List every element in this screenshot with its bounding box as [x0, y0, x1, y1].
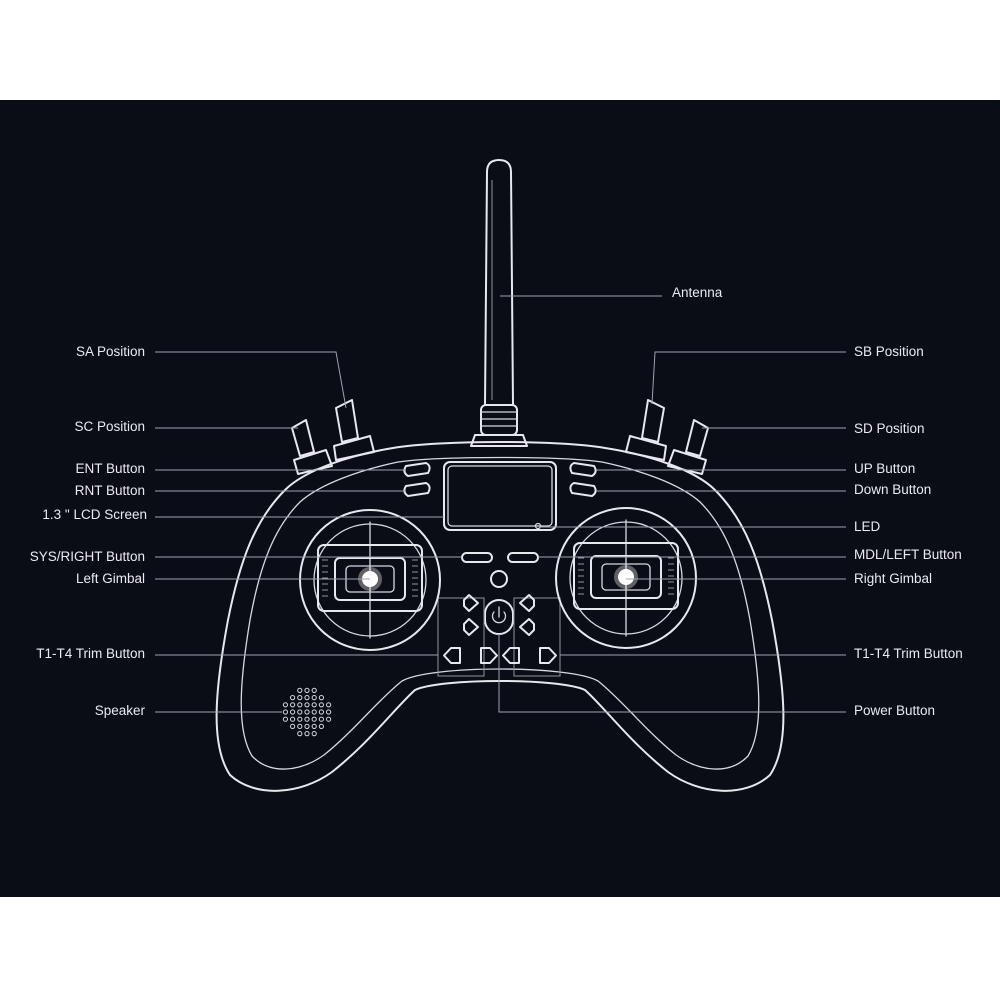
ent-button[interactable]	[403, 462, 431, 477]
label-mdl-left-button: MDL/LEFT Button	[854, 547, 962, 562]
label-ent-button: ENT Button	[75, 461, 145, 476]
label-down-button: Down Button	[854, 482, 931, 497]
speaker-hole	[282, 702, 288, 708]
antenna	[470, 159, 528, 447]
speaker-hole	[326, 716, 332, 722]
label-trim-left: T1-T4 Trim Button	[36, 646, 145, 661]
speaker-hole	[290, 695, 296, 701]
label-lcd-screen: 1.3 " LCD Screen	[42, 507, 147, 522]
speaker-hole	[290, 716, 296, 722]
power-icon	[491, 606, 507, 624]
speaker-hole	[297, 702, 303, 708]
speaker-hole	[304, 709, 310, 715]
speaker-hole	[304, 687, 310, 694]
left-gimbal[interactable]	[299, 509, 441, 651]
label-sys-right-button: SYS/RIGHT Button	[30, 549, 145, 564]
speaker-hole	[297, 716, 303, 722]
label-up-button: UP Button	[854, 461, 915, 476]
led	[534, 522, 542, 530]
speaker-hole	[282, 716, 288, 722]
speaker-hole	[290, 709, 296, 715]
speaker-hole	[318, 702, 324, 708]
speaker-grille-icon	[282, 687, 332, 737]
trim-box-left	[437, 597, 485, 677]
speaker-hole	[311, 723, 317, 730]
speaker-hole	[326, 702, 332, 708]
label-sa-position: SA Position	[76, 344, 145, 359]
speaker-hole	[318, 723, 324, 730]
speaker-hole	[290, 702, 296, 708]
label-speaker: Speaker	[95, 703, 146, 718]
rnt-button[interactable]	[403, 482, 431, 497]
speaker-hole	[311, 687, 317, 694]
trim-buttons-right[interactable]	[502, 594, 557, 664]
sys-button[interactable]	[461, 552, 493, 563]
center-button[interactable]	[490, 570, 508, 588]
speaker-hole	[318, 695, 324, 701]
speaker-hole	[297, 731, 303, 737]
labels: Antenna SA Position SB Position SC Posit…	[30, 285, 963, 718]
speaker-hole	[282, 709, 288, 715]
sa-switch[interactable]	[333, 399, 375, 461]
speaker-hole	[297, 687, 303, 694]
speaker-hole	[318, 716, 324, 722]
speaker-hole	[304, 695, 310, 701]
controller-inner-contour	[240, 456, 760, 770]
speaker-hole	[290, 723, 296, 730]
speaker-hole	[304, 716, 310, 722]
lcd-screen	[443, 461, 557, 531]
trim-buttons-left[interactable]	[443, 594, 498, 664]
power-button[interactable]	[484, 599, 514, 635]
right-gimbal[interactable]	[555, 507, 697, 649]
controller-illustration	[215, 159, 785, 792]
sd-switch[interactable]	[667, 419, 709, 475]
speaker-hole	[304, 723, 310, 730]
speaker-hole	[311, 709, 317, 715]
label-led: LED	[854, 519, 881, 534]
speaker-hole	[311, 702, 317, 708]
leader-lines	[155, 295, 846, 713]
label-sb-position: SB Position	[854, 344, 924, 359]
controller-body	[215, 441, 785, 792]
speaker-hole	[326, 709, 332, 715]
mdl-button[interactable]	[507, 552, 539, 563]
diagram-background	[0, 100, 1000, 897]
speaker-hole	[311, 731, 317, 737]
sb-switch[interactable]	[625, 399, 667, 461]
label-rnt-button: RNT Button	[75, 483, 145, 498]
sc-switch[interactable]	[291, 419, 333, 475]
speaker-hole	[297, 695, 303, 701]
label-power-button: Power Button	[854, 703, 935, 718]
label-trim-right: T1-T4 Trim Button	[854, 646, 963, 661]
speaker-hole	[311, 695, 317, 701]
speaker-hole	[318, 709, 324, 715]
speaker-hole	[297, 709, 303, 715]
speaker-hole	[311, 716, 317, 722]
label-sc-position: SC Position	[74, 419, 145, 434]
speaker-hole	[297, 723, 303, 730]
label-left-gimbal: Left Gimbal	[76, 571, 145, 586]
up-button[interactable]	[569, 462, 597, 477]
speaker-hole	[304, 731, 310, 737]
speaker-hole	[304, 702, 310, 708]
trim-box-right	[513, 597, 561, 677]
label-antenna: Antenna	[672, 285, 723, 300]
label-right-gimbal: Right Gimbal	[854, 571, 932, 586]
down-button[interactable]	[569, 482, 597, 497]
label-sd-position: SD Position	[854, 421, 925, 436]
